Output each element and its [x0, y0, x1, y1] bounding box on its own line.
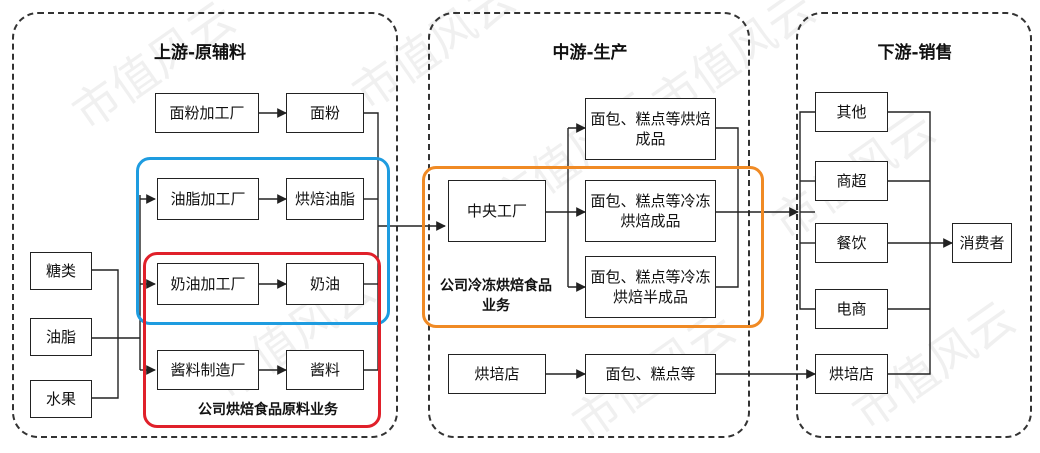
bread-box: 面包、糕点等: [585, 354, 716, 394]
consumer-box: 消费者: [952, 223, 1012, 263]
midstream-title: 中游-生产: [552, 43, 628, 63]
baking-oil-box: 烘焙油脂: [286, 178, 364, 220]
oil-factory-box: 油脂加工厂: [157, 178, 259, 220]
product-bus: [716, 127, 739, 288]
fruit-box: 水果: [30, 380, 92, 418]
upstream-bus: [364, 112, 379, 371]
midstream-panel: [428, 12, 750, 438]
red-group: [143, 252, 381, 428]
downstream-panel: [796, 12, 1032, 438]
blue-group: [136, 157, 390, 325]
flour-box: 面粉: [286, 93, 364, 133]
upstream-title: 上游-原辅料: [153, 43, 247, 63]
frozen-finished-box: 面包、糕点等冷冻烘焙成品: [585, 180, 716, 242]
frozen-bakery-label: 公司冷冻烘焙食品业务: [440, 278, 552, 314]
central-factory-box: 中央工厂: [448, 180, 546, 242]
other-box: 其他: [815, 92, 888, 132]
down-bakery-box: 烘培店: [815, 354, 888, 394]
fat-box: 油脂: [30, 318, 92, 356]
sauce-box: 酱料: [286, 350, 364, 390]
sauce-factory-box: 酱料制造厂: [157, 350, 259, 390]
raw-bracket: [92, 269, 119, 399]
orange-group: [422, 166, 764, 328]
supermarket-box: 商超: [815, 161, 888, 201]
downstream-title: 下游-销售: [877, 43, 953, 63]
flour-mill-box: 面粉加工厂: [155, 93, 259, 133]
cream-factory-box: 奶油加工厂: [157, 263, 259, 305]
cream-box: 奶油: [286, 263, 364, 305]
ecommerce-box: 电商: [815, 289, 888, 329]
sugar-box: 糖类: [30, 252, 92, 290]
catering-box: 餐饮: [815, 223, 888, 263]
finished-products-box: 面包、糕点等烘焙成品: [585, 98, 716, 160]
frozen-semi-box: 面包、糕点等冷冻烘焙半成品: [585, 256, 716, 318]
upstream-panel: [12, 12, 398, 438]
bakery-ingredients-label: 公司烘焙食品原料业务: [198, 402, 338, 418]
mid-bakery-box: 烘培店: [448, 354, 546, 394]
